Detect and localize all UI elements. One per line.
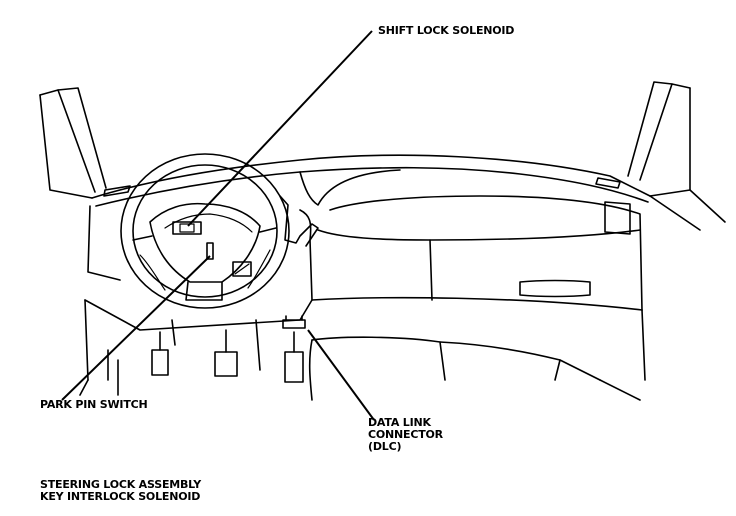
pedals [107, 319, 304, 396]
dashboard-lower [79, 195, 646, 396]
dlc-connector [282, 315, 306, 329]
label-data-link-connector-line2: CONNECTOR [368, 428, 443, 441]
label-data-link-connector-line1: DATA LINK [368, 416, 431, 429]
steering-column-components [172, 195, 319, 277]
label-key-interlock-solenoid: KEY INTERLOCK SOLENOID [40, 490, 201, 503]
label-data-link-connector-line3: (DLC) [368, 440, 402, 453]
label-steering-lock-assembly: STEERING LOCK ASSEMBLY [40, 478, 202, 491]
dashboard-top [91, 154, 651, 207]
label-shift-lock-solenoid: SHIFT LOCK SOLENOID [378, 24, 515, 37]
leader-shift-lock [187, 30, 373, 227]
leader-dlc [307, 329, 375, 421]
steering-wheel [120, 153, 290, 309]
leader-park-pin [61, 255, 211, 401]
label-park-pin-switch: PARK PIN SWITCH [40, 398, 148, 411]
leader-lines [61, 30, 375, 421]
windshield-pillars [39, 81, 726, 231]
center-console [308, 336, 641, 401]
